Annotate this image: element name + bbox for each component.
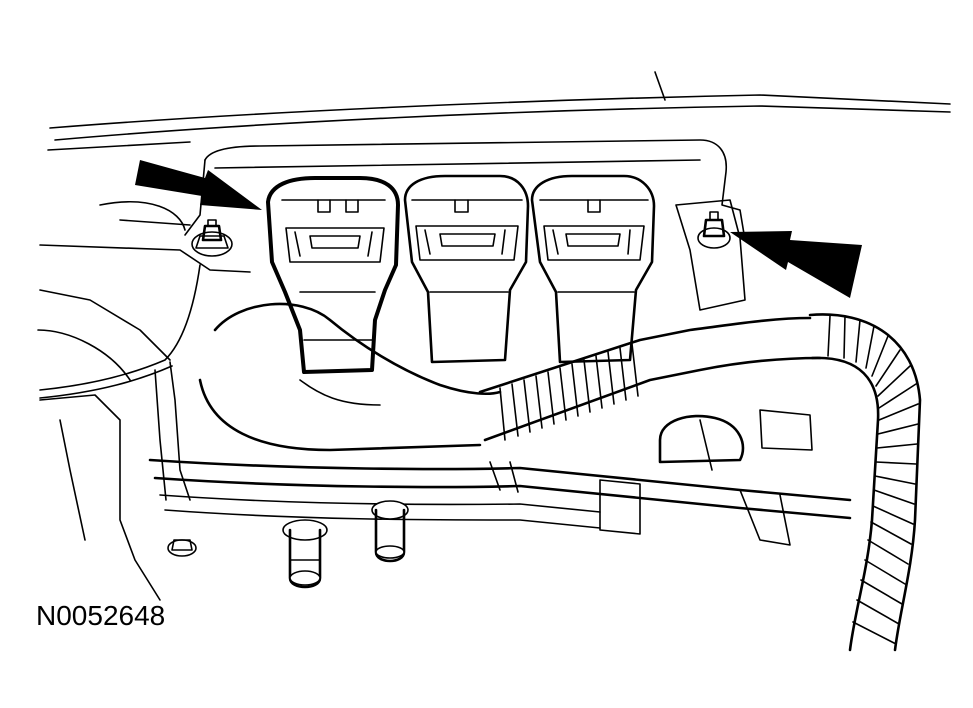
bolt-lower-left (167, 539, 197, 557)
mounting-bolt-left (191, 219, 233, 257)
arrow-right (730, 231, 862, 298)
hose-fitting-1 (282, 519, 328, 589)
sensor-port (658, 409, 813, 471)
coil-connector-3 (530, 174, 656, 364)
coil-connector-2 (403, 174, 530, 364)
left-wires (39, 264, 201, 501)
hood-edge (47, 71, 951, 151)
hose-fitting-2 (371, 500, 409, 563)
figure-id-label: N0052648 (36, 600, 166, 631)
arrow-left (135, 160, 262, 210)
mounting-bolt-right (675, 199, 746, 311)
coil-connector-1 (266, 176, 400, 374)
corrugated-conduit (808, 313, 922, 652)
wiring-harness (198, 302, 822, 452)
left-body (37, 201, 251, 601)
lower-lines (148, 458, 852, 546)
